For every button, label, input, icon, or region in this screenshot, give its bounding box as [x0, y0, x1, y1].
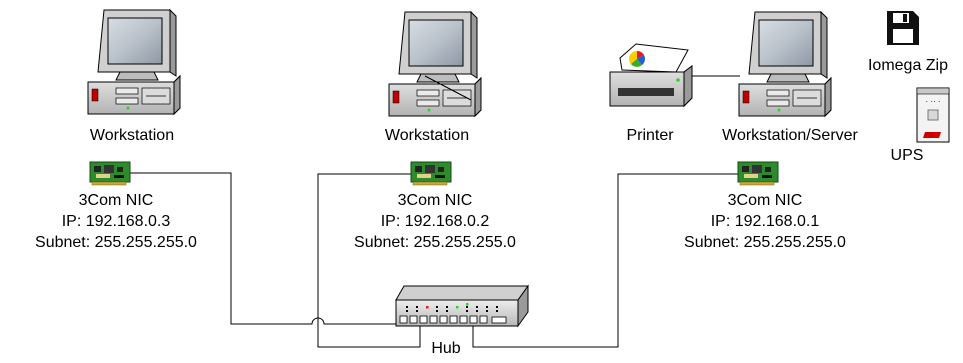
ups-icon: · ·· ·: [916, 87, 950, 143]
iomega-zip-icon: [887, 11, 919, 45]
nic-2-card-icon: [410, 161, 452, 186]
wire-nic3-to-hub: [472, 173, 738, 348]
nic-1-name: 3Com NIC: [78, 192, 154, 209]
nic-3-name: 3Com NIC: [727, 192, 803, 209]
workstation-1-label: Workstation: [89, 127, 175, 144]
svg-text:· ·· ·: · ·· ·: [925, 97, 940, 106]
nic-1-info: 3Com NIC IP: 192.168.0.3 Subnet: 255.255…: [0, 190, 232, 253]
workstation-1-computer-icon: [87, 9, 181, 115]
nic-1-card-icon: [89, 161, 131, 186]
hub-icon: [395, 284, 529, 328]
wire-nic2-to-hub: [317, 173, 421, 348]
nic-1-ip: IP: 192.168.0.3: [61, 213, 171, 230]
nic-3-card-icon: [737, 161, 779, 186]
nic-1-subnet: Subnet: 255.255.255.0: [35, 234, 197, 251]
workstation-server-computer-icon: [738, 11, 832, 117]
hub-label: Hub: [431, 340, 461, 357]
network-wires: [130, 75, 740, 348]
nic-3-info: 3Com NIC IP: 192.168.0.1 Subnet: 255.255…: [652, 190, 878, 253]
nic-3-ip: IP: 192.168.0.1: [710, 213, 820, 230]
printer-label: Printer: [626, 127, 674, 144]
nic-2-name: 3Com NIC: [397, 192, 473, 209]
nic-2-info: 3Com NIC IP: 192.168.0.2 Subnet: 255.255…: [320, 190, 550, 253]
workstation-2-label: Workstation: [384, 127, 470, 144]
wire-nic1-to-hub: [130, 172, 404, 325]
ups-label: UPS: [890, 147, 924, 164]
nic-2-ip: IP: 192.168.0.2: [380, 213, 490, 230]
workstation-2-computer-icon: [388, 11, 482, 117]
nic-2-subnet: Subnet: 255.255.255.0: [354, 234, 516, 251]
workstation-server-label: Workstation/Server: [722, 127, 858, 144]
nic-3-subnet: Subnet: 255.255.255.0: [684, 234, 846, 251]
iomega-zip-label: Iomega Zip: [867, 57, 949, 74]
printer-icon: [609, 43, 693, 108]
